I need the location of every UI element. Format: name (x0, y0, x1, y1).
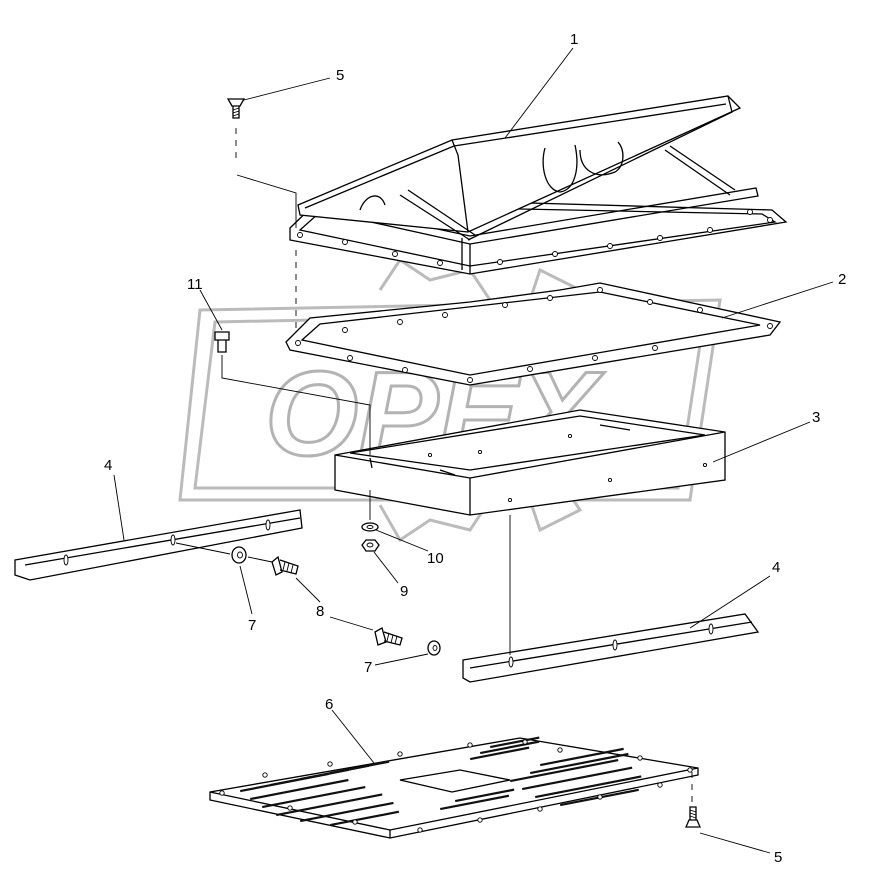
part-4-angle-bar-right (462, 613, 760, 683)
part-7-washer-left (231, 546, 247, 564)
label-part-11: 11 (187, 276, 203, 293)
part-10-washer (361, 522, 379, 532)
label-part-8: 8 (316, 603, 324, 620)
label-part-4-left: 4 (104, 457, 112, 474)
part-5-screw-top (226, 98, 246, 119)
label-part-10: 10 (427, 550, 444, 567)
part-1-hatch-lid (289, 95, 788, 275)
assembly-guide-lines (175, 128, 693, 806)
label-part-4-right: 4 (772, 559, 780, 576)
vent-slots (240, 736, 642, 827)
part-labels: 1 2 3 4 4 5 5 6 7 7 8 9 10 11 (104, 31, 846, 866)
part-9-nut (361, 539, 380, 552)
part-5-screw-bottom (685, 806, 701, 828)
label-part-5-top: 5 (336, 67, 344, 84)
leader-lines (113, 47, 834, 854)
label-part-6: 6 (325, 696, 333, 713)
part-7-washer-right (427, 640, 441, 656)
label-part-5-bottom: 5 (774, 849, 782, 866)
label-part-9: 9 (400, 583, 408, 600)
part-8-screw-lower (374, 627, 403, 646)
part-8-screw-upper (271, 555, 299, 576)
label-part-7-right: 7 (364, 659, 372, 676)
label-part-7-left: 7 (248, 617, 256, 634)
label-part-3: 3 (812, 409, 820, 426)
label-part-1: 1 (570, 31, 578, 48)
part-2-gasket (285, 282, 782, 386)
part-11-bolt (214, 331, 230, 353)
part-4-angle-bar-left (14, 509, 303, 581)
label-part-2: 2 (838, 271, 846, 288)
part-3-frame-box (334, 409, 726, 516)
part-6-vent-plate (209, 736, 699, 839)
